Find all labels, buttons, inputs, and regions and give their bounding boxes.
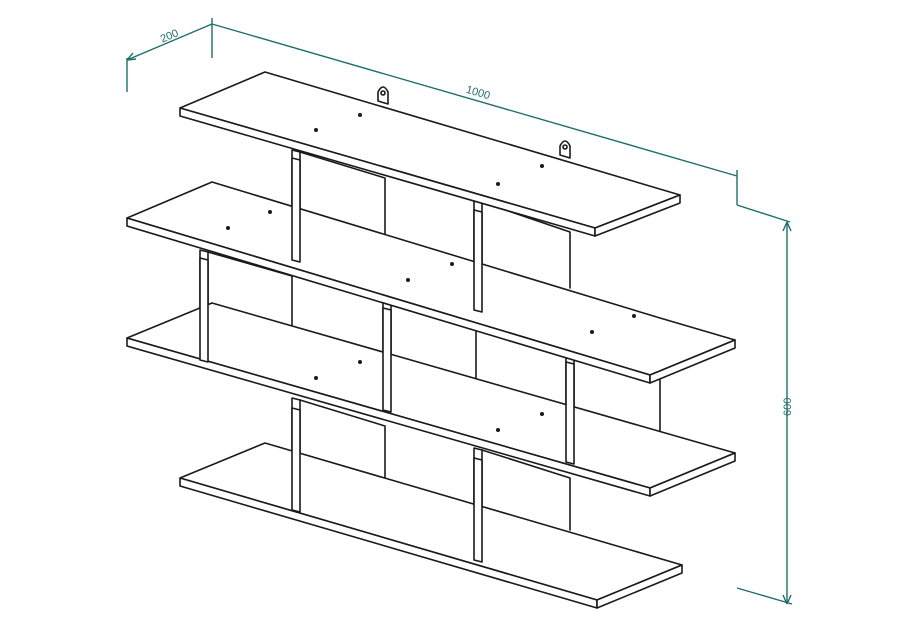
board-side-edge (649, 452, 736, 497)
arrowhead (782, 221, 792, 232)
bracket-hole (562, 144, 568, 150)
arrowhead (782, 594, 792, 605)
dowel-hole (406, 278, 410, 282)
top-shelf-board (179, 71, 681, 237)
dowel-hole (268, 210, 272, 214)
divider-front (382, 307, 392, 413)
divider-front (291, 407, 301, 513)
third-shelf-board (126, 302, 736, 497)
divider-front (565, 361, 575, 465)
dowel-hole (226, 226, 230, 230)
divider-front (291, 157, 301, 263)
arrowhead (126, 52, 137, 61)
dowel-hole (496, 182, 500, 186)
dowel-hole (540, 164, 544, 168)
divider-back (299, 151, 386, 236)
bottom-shelf-board (179, 442, 683, 609)
divider-front (473, 457, 483, 563)
dowel-hole (358, 360, 362, 364)
divider-back (299, 399, 386, 481)
depth-label: 200 (159, 27, 181, 45)
dowel-hole (590, 330, 594, 334)
dimension-lines (126, 18, 793, 605)
board-side-edge (596, 564, 683, 609)
board-side-edge (649, 339, 736, 384)
width-label: 1000 (465, 84, 492, 102)
height-extension-top (736, 204, 791, 223)
dowel-hole (358, 113, 362, 117)
divider-front (473, 209, 483, 313)
width-dimension-line (211, 23, 738, 177)
bracket-hole (380, 90, 386, 96)
divider-front (199, 257, 209, 363)
second-shelf-board (126, 181, 736, 384)
shelf-unit (126, 71, 736, 609)
dowel-hole (450, 262, 454, 266)
dowel-hole (314, 376, 318, 380)
front-dividers (199, 157, 575, 563)
dowel-hole (540, 412, 544, 416)
divider-back (481, 449, 571, 531)
board-side-edge (594, 194, 681, 237)
dowel-hole (314, 128, 318, 132)
depth-dimension-line (126, 23, 213, 61)
height-extension-bottom (736, 587, 793, 605)
height-label: 600 (782, 398, 794, 416)
dowel-hole (496, 428, 500, 432)
dowel-hole (632, 314, 636, 318)
